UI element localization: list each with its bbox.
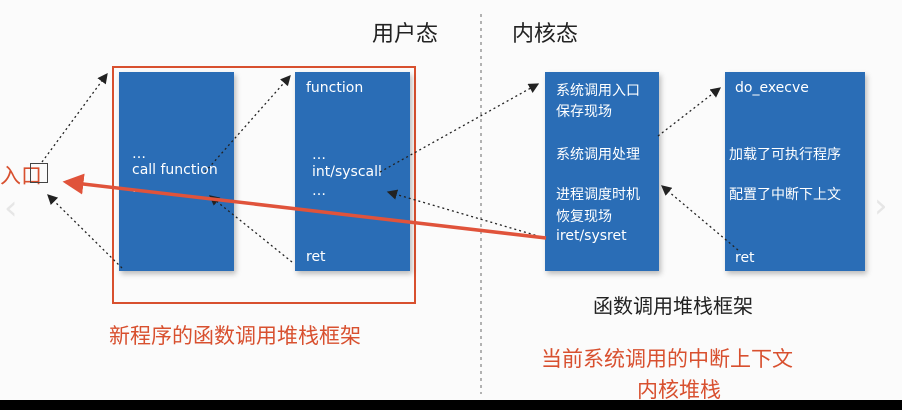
function-call-stack-caption: 函数调用堆栈框架 — [593, 294, 753, 318]
kernel-interrupt-context-caption: 当前系统调用的中断上下文 — [541, 347, 793, 371]
function-box-ellipsis-bottom: … — [312, 183, 326, 199]
execve-ret-label: ret — [735, 250, 755, 266]
save-context-label: 保存现场 — [556, 104, 612, 120]
int-syscall-label: int/syscall — [312, 164, 382, 180]
user-function-box: function … int/syscall … ret — [295, 72, 410, 271]
function-box-ellipsis-top: … — [312, 147, 326, 163]
restore-context-label: 恢复现场 — [556, 209, 612, 225]
sched-timing-label: 进程调度时机 — [556, 187, 640, 203]
load-executable-label: 加载了可执行程序 — [729, 147, 841, 163]
left-box-ellipsis-bottom: … — [132, 180, 146, 196]
config-context-label: 配置了中断下上文 — [729, 187, 841, 203]
next-slide-chevron-icon: › — [874, 186, 888, 226]
function-label: function — [306, 80, 364, 96]
call-function-label: call function — [132, 162, 218, 178]
syscall-handle-label: 系统调用处理 — [556, 147, 640, 163]
entry-label: 入口 — [0, 164, 42, 188]
do-execve-box: do_execve 加载了可执行程序 配置了中断下上文 ret — [725, 72, 865, 271]
function-ret-label: ret — [306, 249, 326, 265]
user-mode-header: 用户态 — [372, 22, 439, 47]
entry-marker-box — [30, 163, 48, 183]
syscall-kernel-box: 系统调用入口 保存现场 系统调用处理 进程调度时机 恢复现场 iret/sysr… — [545, 72, 659, 271]
new-program-main-box: … call function … — [119, 72, 234, 271]
syscall-entry-label: 系统调用入口 — [556, 83, 640, 99]
kernel-stack-caption: 内核堆栈 — [637, 378, 721, 402]
prev-slide-chevron-icon: ‹ — [4, 188, 18, 228]
kernel-mode-header: 内核态 — [512, 22, 579, 47]
iret-sysret-label: iret/sysret — [556, 228, 627, 244]
do-execve-label: do_execve — [735, 80, 809, 96]
left-box-ellipsis-top: … — [132, 146, 146, 162]
new-program-stack-caption: 新程序的函数调用堆栈框架 — [109, 324, 361, 348]
